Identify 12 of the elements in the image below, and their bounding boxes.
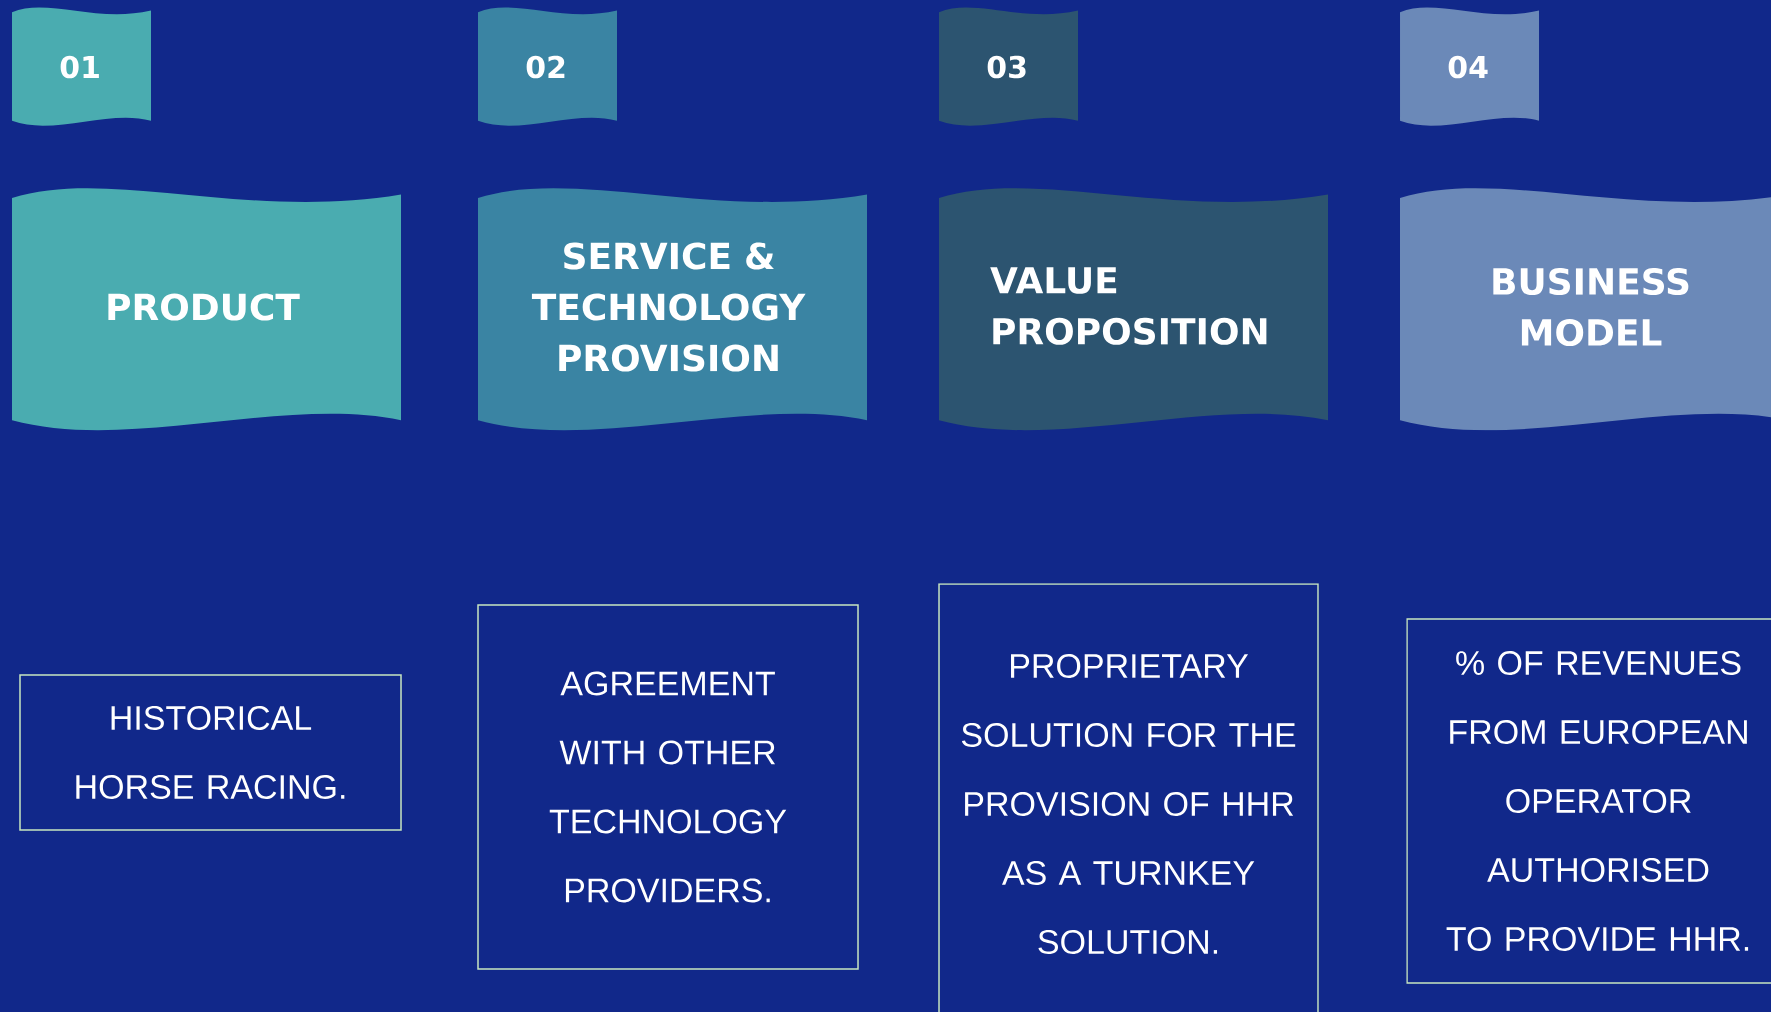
text-box: AGREEMENT WITH OTHER TECHNOLOGY PROVIDERS. bbox=[477, 604, 859, 970]
number-flag: 01 bbox=[12, 7, 151, 126]
wave-banner: PRODUCT bbox=[12, 188, 401, 431]
number-flag: 02 bbox=[478, 7, 617, 126]
wave-banner: VALUE PROPOSITION bbox=[939, 188, 1328, 431]
text-box: PROPRIETARY SOLUTION FOR THE PROVISION OF HHR AS A TURNKEY SOLUTION. bbox=[938, 583, 1319, 1012]
text-box: HISTORICAL HORSE RACING. bbox=[19, 674, 402, 831]
number-flag: 03 bbox=[939, 7, 1078, 126]
wave-banner: BUSINESS MODEL bbox=[1400, 188, 1771, 431]
text-box: % OF REVENUES FROM EUROPEAN OPERATOR AUTHORISED TO PROVIDE HHR. bbox=[1406, 618, 1771, 984]
number-flag: 04 bbox=[1400, 7, 1539, 126]
wave-banner: SERVICE & TECHNOLOGY PROVISION bbox=[478, 188, 867, 431]
